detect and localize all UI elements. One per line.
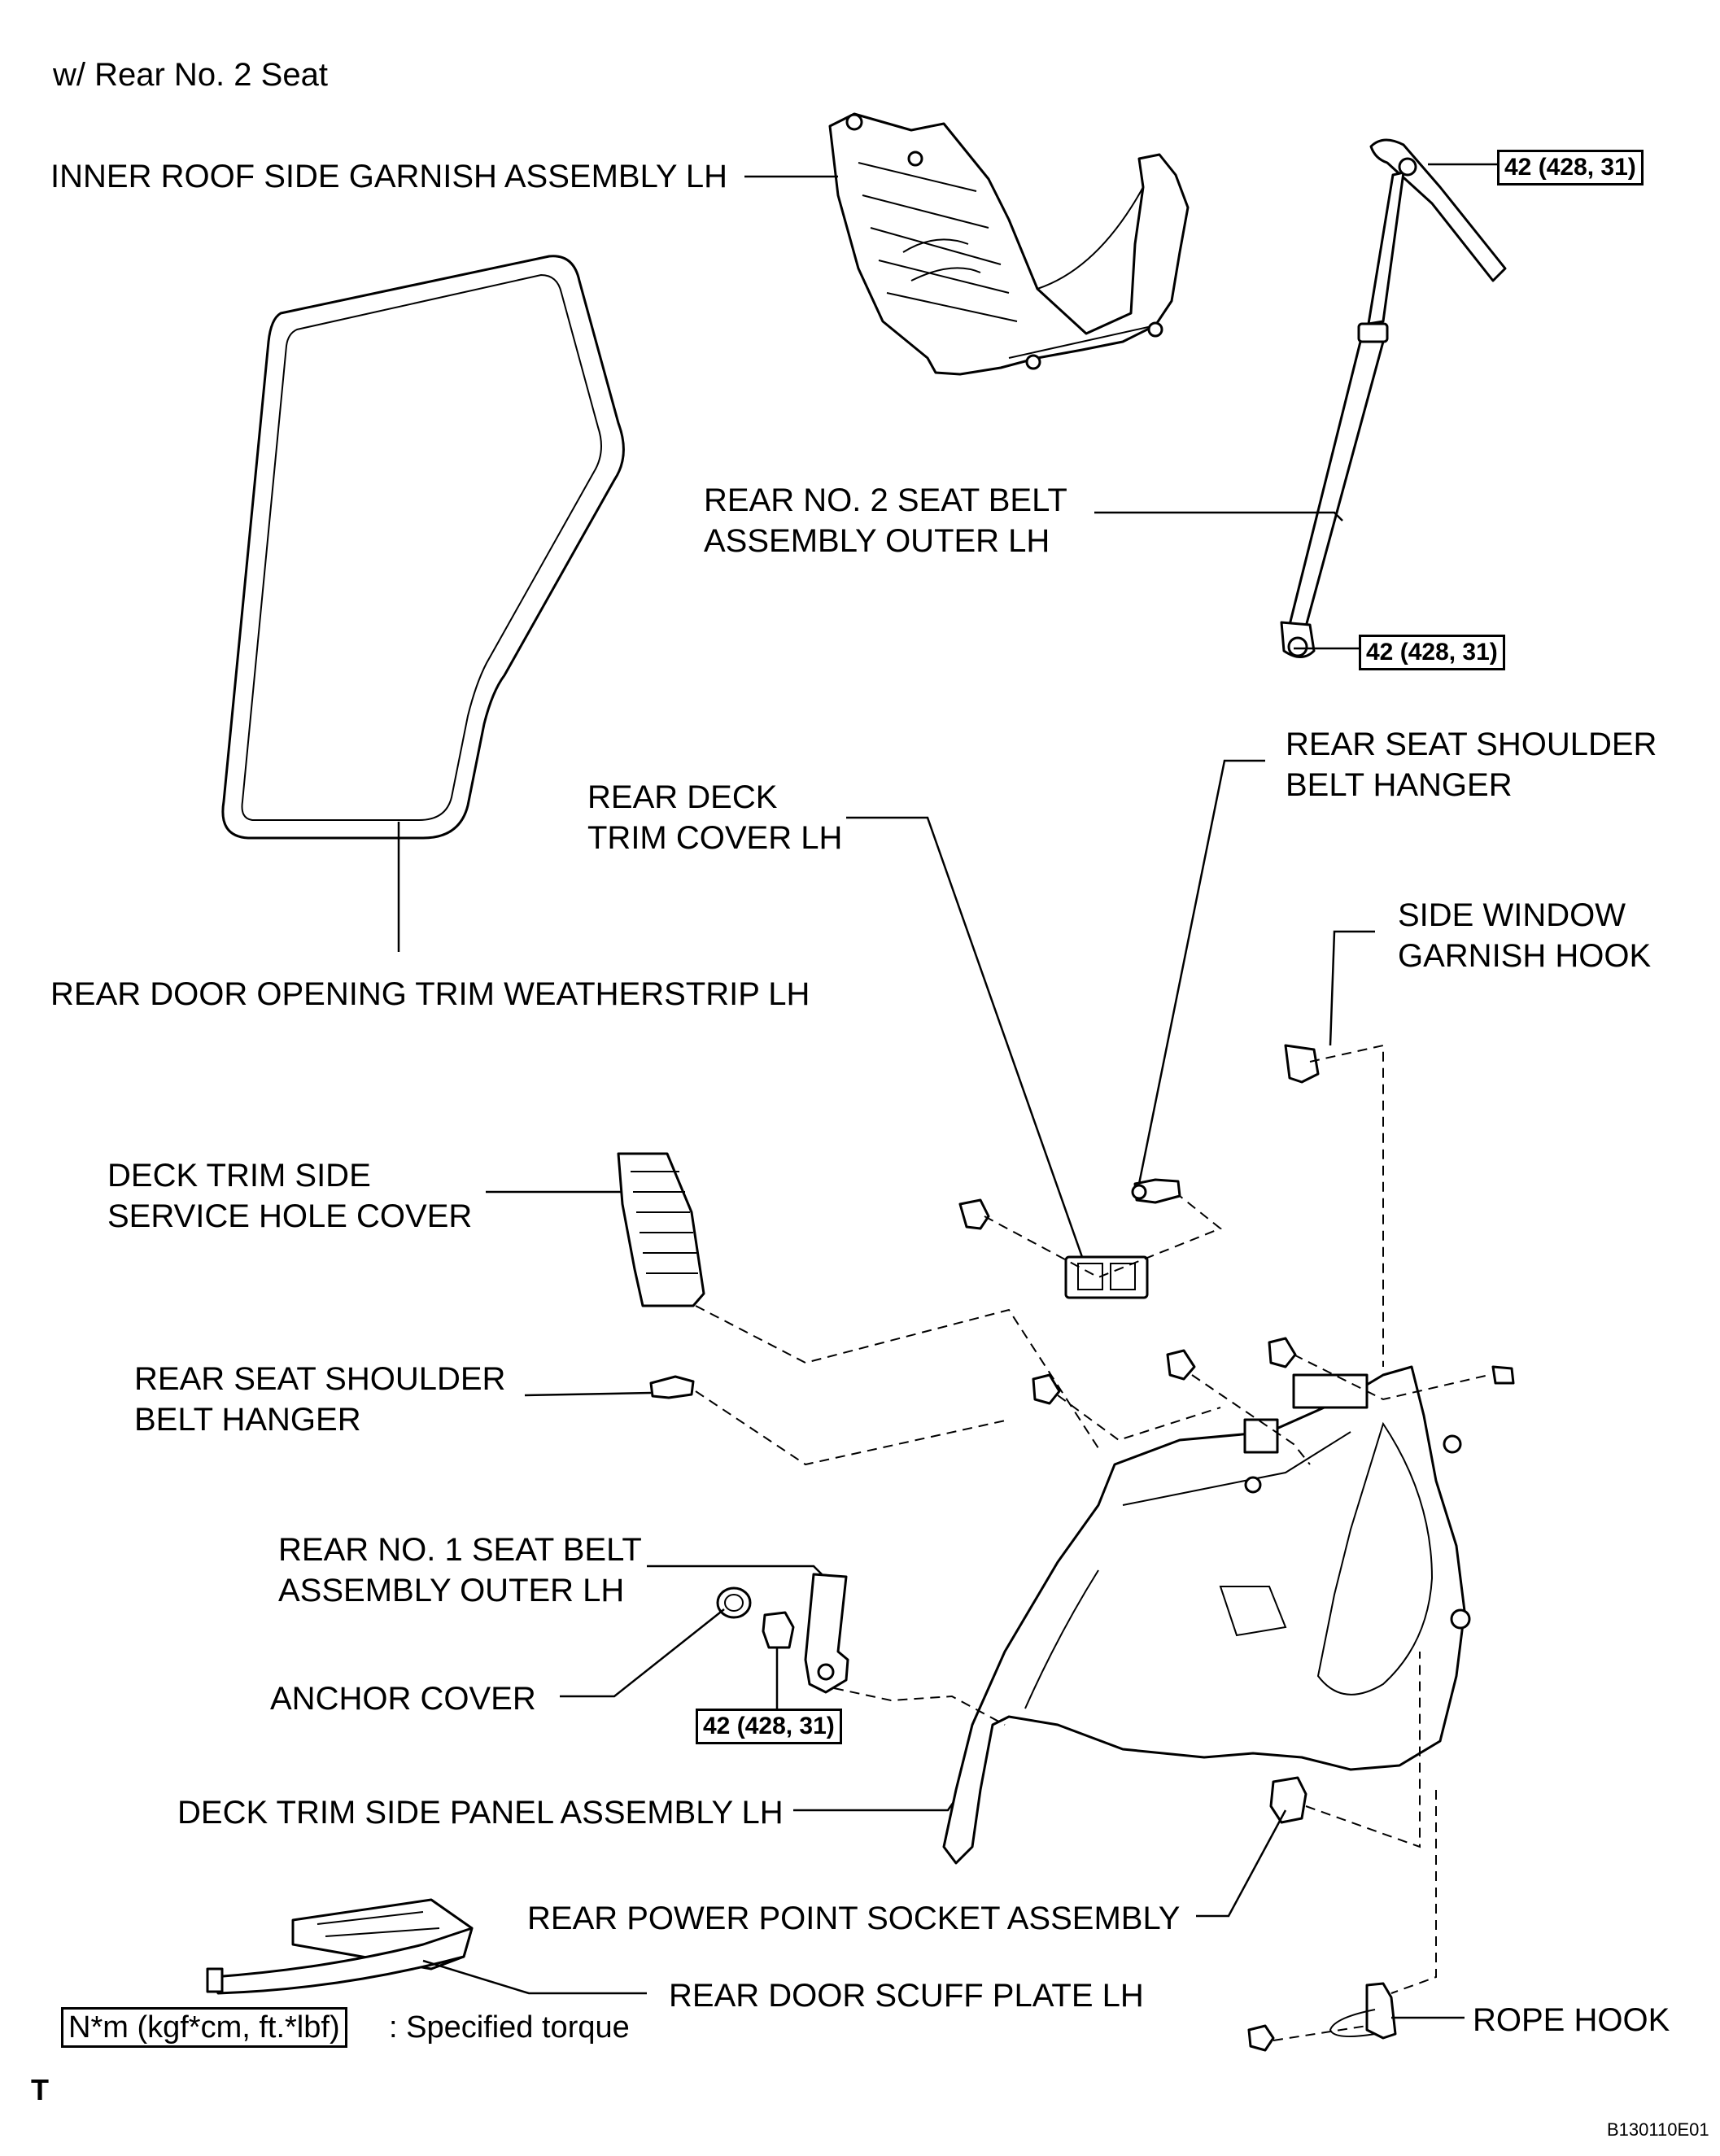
label-shoulder-hanger-upper: REAR SEAT SHOULDER BELT HANGER (1286, 727, 1657, 803)
label-service-hole-cover: DECK TRIM SIDE SERVICE HOLE COVER (107, 1158, 473, 1234)
power-socket-part (1269, 1776, 1307, 1824)
label-side-window-hook: SIDE WINDOW GARNISH HOOK (1398, 897, 1652, 974)
inner-roof-garnish-part (828, 112, 1190, 376)
clips (958, 1198, 1515, 1405)
deck-trim-side-panel-part (942, 1365, 1471, 1865)
rope-hook-part (1247, 1982, 1397, 2052)
label-anchor-cover: ANCHOR COVER (270, 1681, 536, 1717)
no1-seat-belt-part (804, 1573, 849, 1694)
label-no2-seat-belt: REAR NO. 2 SEAT BELT ASSEMBLY OUTER LH (704, 482, 1067, 559)
torque-spec-lower: 42 (428, 31) (696, 1709, 842, 1744)
leader-lines (397, 163, 1497, 2019)
label-scuff-plate: REAR DOOR SCUFF PLATE LH (669, 1978, 1144, 2014)
label-side-panel: DECK TRIM SIDE PANEL ASSEMBLY LH (177, 1795, 784, 1831)
torque-spec-middle: 42 (428, 31) (1359, 635, 1505, 670)
shoulder-hanger-lower-part (649, 1375, 695, 1399)
label-weatherstrip: REAR DOOR OPENING TRIM WEATHERSTRIP LH (50, 976, 810, 1012)
side-window-hook-part (1284, 1044, 1320, 1084)
deck-trim-cover-part (1064, 1255, 1149, 1299)
label-rope-hook: ROPE HOOK (1473, 2002, 1670, 2038)
installation-dash-lines (695, 1044, 1490, 2041)
corner-mark: T (31, 2073, 49, 2106)
label-deck-trim-cover: REAR DECK TRIM COVER LH (587, 779, 843, 856)
label-shoulder-hanger-lower: REAR SEAT SHOULDER BELT HANGER (134, 1361, 506, 1438)
legend-unit-box: N*m (kgf*cm, ft.*lbf) (61, 2007, 347, 2048)
lower-bolt-part (762, 1611, 795, 1649)
scuff-plate-part (206, 1898, 474, 1995)
variant-title: w/ Rear No. 2 Seat (53, 57, 328, 93)
figure-id: B130110E01 (1607, 2119, 1709, 2140)
label-no1-seat-belt: REAR NO. 1 SEAT BELT ASSEMBLY OUTER LH (278, 1532, 642, 1608)
torque-spec-top: 42 (428, 31) (1497, 150, 1644, 185)
label-inner-roof-garnish: INNER ROOF SIDE GARNISH ASSEMBLY LH (50, 159, 728, 194)
label-power-socket: REAR POWER POINT SOCKET ASSEMBLY (527, 1901, 1181, 1936)
service-hole-cover-part (617, 1152, 705, 1307)
no2-seat-belt-part (1280, 138, 1507, 658)
legend-description: : Specified torque (389, 2010, 630, 2045)
anchor-cover-part (716, 1586, 752, 1619)
weatherstrip-part (221, 255, 625, 840)
